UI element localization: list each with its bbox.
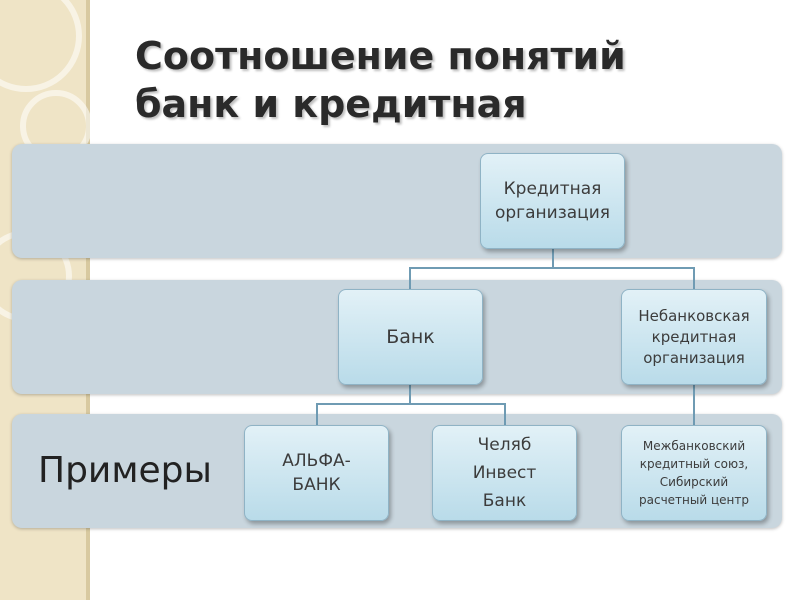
decorative-circle <box>0 0 82 92</box>
node-label: АЛЬФА- БАНК <box>282 451 351 495</box>
node-example-chelyabinvestbank: Челяб Инвест Банк <box>432 425 577 521</box>
node-example-alfa-bank: АЛЬФА- БАНК <box>244 425 389 521</box>
node-label: Межбанковский кредитный союз, Сибирский … <box>639 439 749 507</box>
node-nonbank-credit-organization: Небанковская кредитная организация <box>621 289 767 385</box>
node-label: Кредитная организация <box>494 179 610 223</box>
node-label: Челяб Инвест Банк <box>472 435 537 511</box>
connector-bank-to-examples <box>316 385 411 425</box>
connector-root-to-level2 <box>409 249 554 289</box>
node-bank: Банк <box>338 289 483 385</box>
title-line-2: банк и кредитная <box>135 82 527 126</box>
connector-root-to-nonbank <box>553 267 695 289</box>
node-label: Небанковская кредитная организация <box>638 306 750 367</box>
connector-bank-to-example2 <box>410 403 506 425</box>
slide-title: Соотношение понятий банк и кредитная <box>135 32 775 128</box>
node-credit-organization: Кредитная организация <box>480 153 625 249</box>
band-level-1 <box>12 144 782 258</box>
title-line-1: Соотношение понятий <box>135 34 626 78</box>
node-label: Банк <box>386 326 435 348</box>
examples-label: Примеры <box>38 450 212 491</box>
node-example-interbank-union: Межбанковский кредитный союз, Сибирский … <box>621 425 767 521</box>
